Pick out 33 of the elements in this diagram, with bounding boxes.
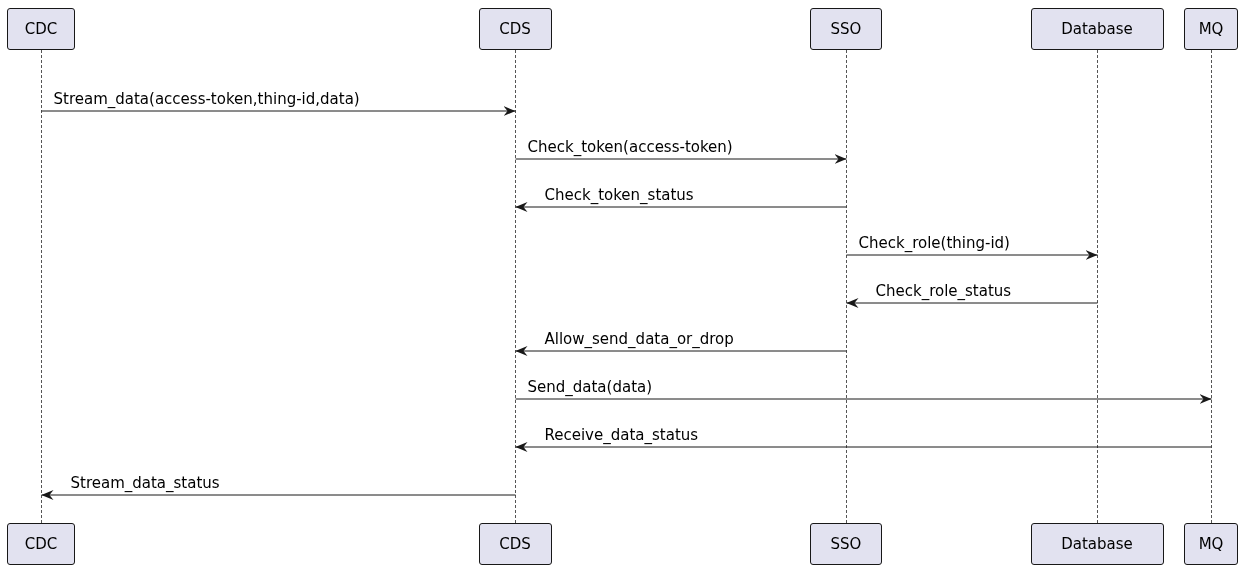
message-label: Receive_data_status	[544, 426, 699, 444]
message-label: Send_data(data)	[527, 378, 653, 396]
lifeline	[1211, 50, 1212, 523]
participant-box: Database	[1030, 523, 1164, 565]
participant-box: CDC	[7, 523, 75, 565]
participant-box: Database	[1030, 8, 1164, 50]
message-label: Allow_send_data_or_drop	[544, 330, 734, 348]
participant-box: CDS	[478, 523, 552, 565]
message-arrow	[515, 394, 1212, 404]
participant-box: CDS	[478, 8, 552, 50]
message-arrow	[41, 490, 516, 500]
participant-box: CDC	[7, 8, 75, 50]
lifeline	[1097, 50, 1098, 523]
message-label: Check_token(access-token)	[527, 138, 733, 156]
message-arrow	[846, 250, 1098, 260]
message-label: Check_role(thing-id)	[858, 234, 1010, 252]
message-label: Check_role_status	[875, 282, 1012, 300]
message-label: Check_token_status	[544, 186, 694, 204]
message-label: Stream_data(access-token,thing-id,data)	[53, 90, 360, 108]
message-arrow	[846, 298, 1098, 308]
lifeline	[846, 50, 847, 523]
participant-box: SSO	[810, 523, 882, 565]
message-arrow	[515, 346, 847, 356]
lifeline	[515, 50, 516, 523]
participant-box: MQ	[1184, 8, 1238, 50]
message-label: Stream_data_status	[70, 474, 220, 492]
participant-box: MQ	[1184, 523, 1238, 565]
message-arrow	[515, 154, 847, 164]
message-arrow	[515, 442, 1212, 452]
lifeline	[41, 50, 42, 523]
message-arrow	[515, 202, 847, 212]
participant-box: SSO	[810, 8, 882, 50]
message-arrow	[41, 106, 516, 116]
